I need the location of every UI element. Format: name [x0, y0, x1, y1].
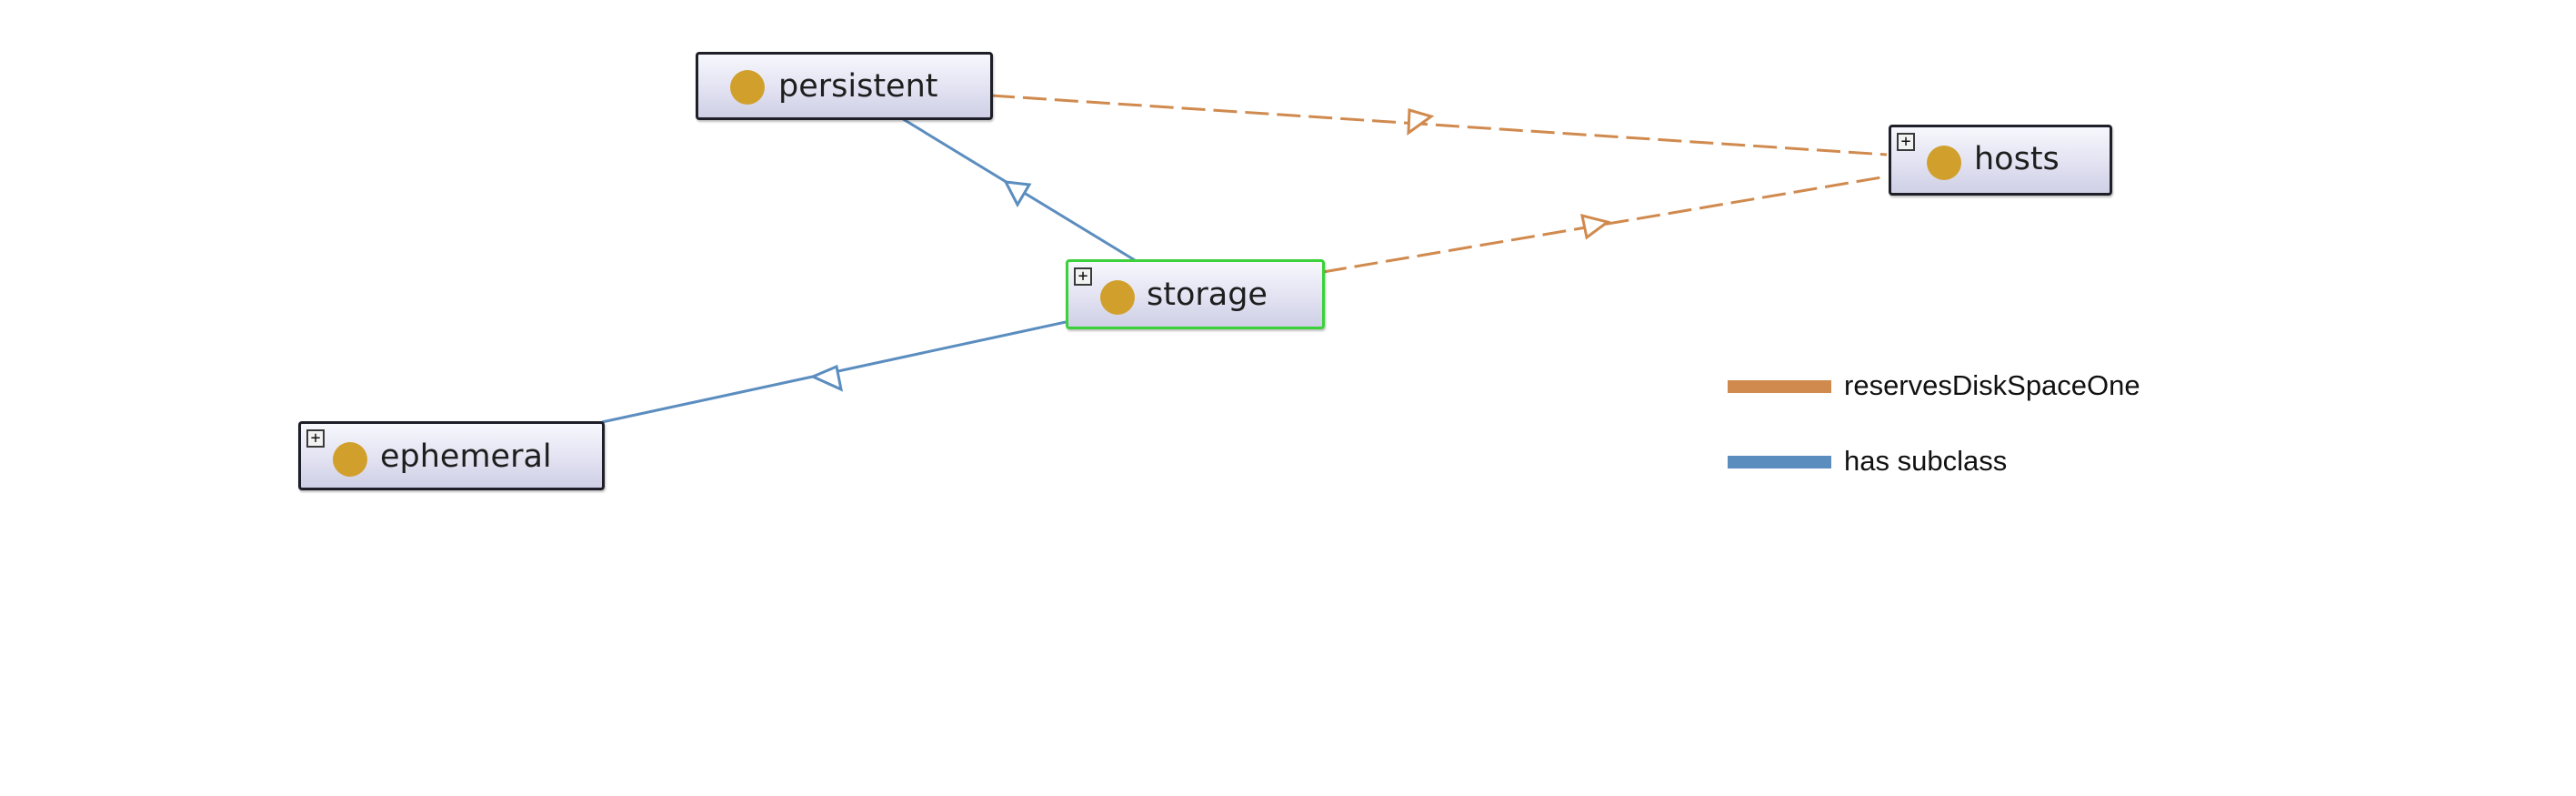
legend-swatch	[1728, 380, 1831, 393]
class-circle-icon	[333, 442, 367, 477]
edge-storage-subclass-ephemeral[interactable]	[601, 320, 1067, 424]
expand-icon[interactable]: +	[1897, 133, 1915, 151]
edge-storage-reserves-hosts[interactable]	[1322, 175, 1888, 274]
class-circle-icon	[1100, 280, 1135, 315]
edge-arrowhead	[1580, 213, 1611, 240]
node-persistent[interactable]: persistent	[696, 52, 993, 120]
class-circle-icon	[1927, 146, 1961, 180]
expand-icon[interactable]: +	[1074, 267, 1092, 286]
legend-label: reservesDiskSpaceOne	[1844, 369, 2140, 401]
node-hosts[interactable]: + hosts	[1889, 125, 2112, 196]
expand-icon[interactable]: +	[306, 429, 325, 448]
edge-arrowhead	[1407, 108, 1435, 136]
edge-persistent-reserves-hosts[interactable]	[990, 94, 1888, 156]
edge-line	[990, 94, 1888, 156]
legend-label: has subclass	[1844, 445, 2008, 477]
node-storage[interactable]: + storage	[1066, 259, 1325, 329]
node-label: ephemeral	[380, 438, 552, 475]
edge-arrowhead	[1003, 180, 1032, 208]
legend-swatch	[1728, 456, 1831, 469]
node-ephemeral[interactable]: + ephemeral	[298, 421, 605, 490]
node-label: persistent	[778, 68, 938, 105]
node-label: hosts	[1974, 141, 2060, 177]
edge-arrowhead	[809, 364, 844, 392]
edge-storage-subclass-persistent[interactable]	[899, 116, 1136, 262]
class-circle-icon	[730, 70, 765, 105]
node-label: storage	[1147, 277, 1268, 313]
